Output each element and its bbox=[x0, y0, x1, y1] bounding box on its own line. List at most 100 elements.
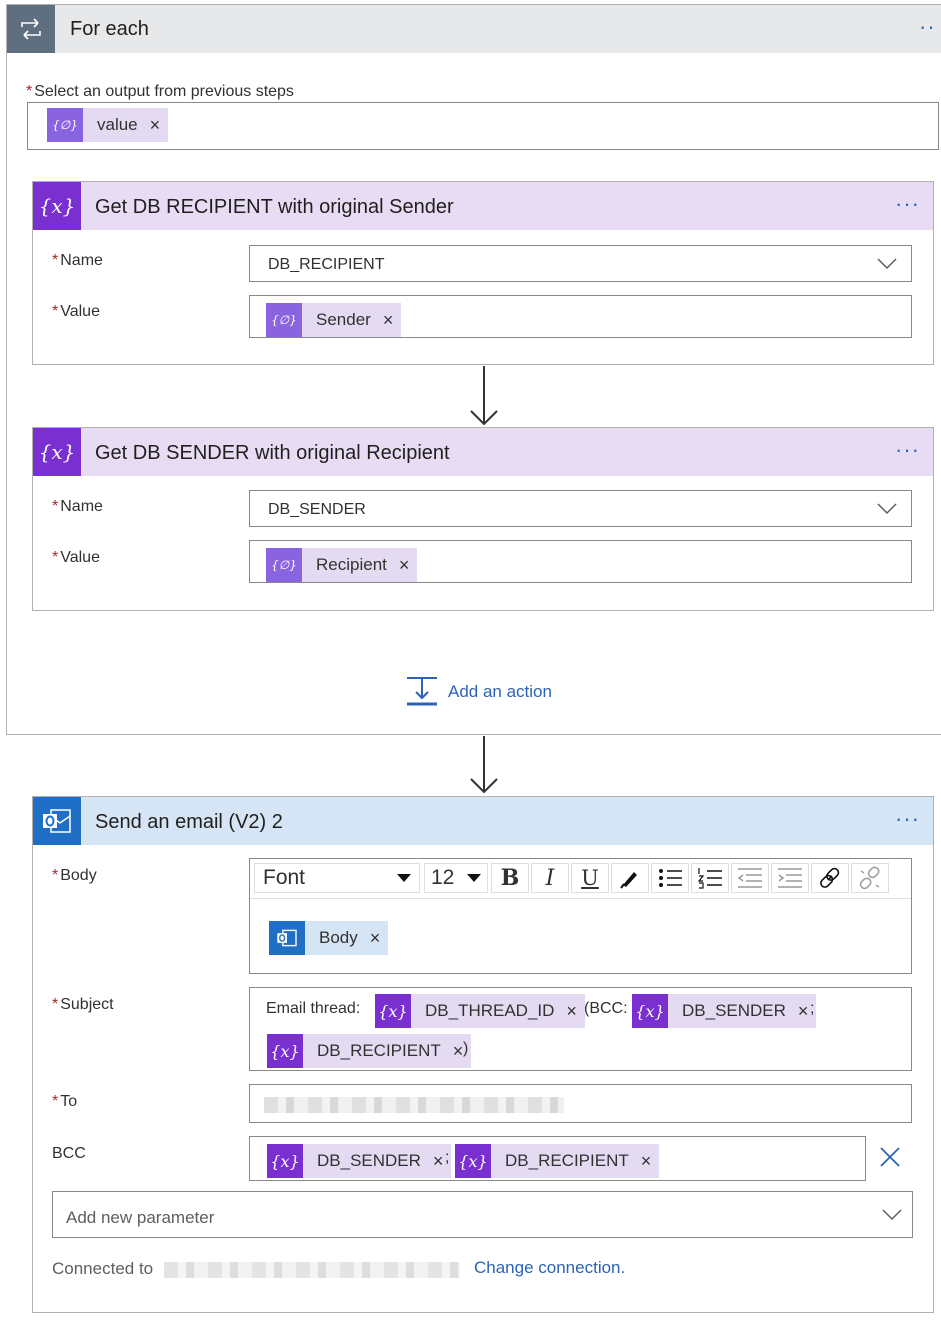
card1-title: Get DB RECIPIENT with original Sender bbox=[95, 196, 454, 218]
card2-value-field[interactable]: {∅} Recipient × bbox=[249, 540, 912, 583]
unlink-icon bbox=[859, 866, 880, 890]
email-more-menu[interactable]: ··· bbox=[895, 806, 920, 831]
bullet-list-icon bbox=[659, 869, 682, 887]
subject-separator: ; bbox=[810, 1000, 815, 1017]
subject-prefix-text: Email thread: bbox=[266, 1000, 361, 1017]
email-header[interactable]: Send an email (V2) 2 ··· bbox=[33, 797, 933, 845]
remove-token-icon[interactable]: × bbox=[797, 1000, 809, 1021]
to-field[interactable] bbox=[249, 1084, 912, 1123]
variable-icon: {x} bbox=[267, 1034, 303, 1068]
card2-title: Get DB SENDER with original Recipient bbox=[95, 442, 450, 464]
bullet-list-button[interactable] bbox=[651, 863, 689, 893]
chevron-down-icon bbox=[877, 503, 897, 515]
add-parameter-dropdown[interactable]: Add new parameter bbox=[52, 1191, 913, 1238]
subject-mid-text: (BCC: bbox=[584, 1000, 628, 1017]
underline-button[interactable]: U bbox=[571, 863, 609, 893]
sender-token[interactable]: {∅} Sender × bbox=[266, 303, 402, 337]
body-token[interactable]: Body × bbox=[269, 921, 389, 955]
dynamic-content-icon: {∅} bbox=[266, 303, 302, 337]
body-label: *Body bbox=[52, 867, 97, 884]
outdent-icon bbox=[737, 868, 762, 888]
card1-name-dropdown[interactable]: DB_RECIPIENT bbox=[249, 245, 912, 282]
subject-field[interactable]: Email thread: {x} DB_THREAD_ID × (BCC: {… bbox=[249, 987, 912, 1071]
bcc-recipient-token[interactable]: {x} DB_RECIPIENT × bbox=[455, 1144, 660, 1178]
select-output-field[interactable]: {∅} value × bbox=[27, 102, 939, 150]
recipient-token[interactable]: {∅} Recipient × bbox=[266, 548, 418, 582]
email-title: Send an email (V2) 2 bbox=[95, 811, 283, 833]
connected-to-label: Connected to bbox=[52, 1259, 154, 1278]
bcc-label: BCC bbox=[52, 1145, 86, 1162]
variable-icon: {x} bbox=[33, 182, 81, 230]
numbered-list-icon bbox=[697, 868, 722, 889]
remove-bcc-icon[interactable] bbox=[879, 1146, 901, 1168]
subject-sender-token[interactable]: {x} DB_SENDER × bbox=[632, 994, 817, 1028]
foreach-container bbox=[6, 4, 941, 735]
insert-link-button[interactable] bbox=[811, 863, 849, 893]
card1-name-label: *Name bbox=[52, 252, 103, 269]
font-color-button[interactable] bbox=[611, 863, 649, 893]
change-connection-link[interactable]: Change connection. bbox=[474, 1258, 626, 1277]
dynamic-content-icon: {∅} bbox=[266, 548, 302, 582]
remove-token-icon[interactable]: × bbox=[398, 554, 410, 575]
variable-icon: {x} bbox=[632, 994, 668, 1028]
remove-token-icon[interactable]: × bbox=[432, 1150, 444, 1171]
card2-name-dropdown[interactable]: DB_SENDER bbox=[249, 490, 912, 527]
decrease-indent-button[interactable] bbox=[731, 863, 769, 893]
body-editor[interactable]: Font 12 B I U bbox=[249, 858, 912, 974]
variable-icon: {x} bbox=[455, 1144, 491, 1178]
foreach-header[interactable]: For each ·· bbox=[7, 5, 941, 53]
card1-value-field[interactable]: {∅} Sender × bbox=[249, 295, 912, 338]
caret-down-icon bbox=[397, 874, 411, 882]
bcc-field[interactable]: {x} DB_SENDER × ; {x} DB_RECIPIENT × bbox=[249, 1136, 866, 1181]
font-family-dropdown[interactable]: Font bbox=[254, 863, 420, 893]
remove-link-button[interactable] bbox=[851, 863, 889, 893]
card2-more-menu[interactable]: ··· bbox=[895, 437, 920, 462]
connector-arrow-icon bbox=[470, 366, 498, 426]
thread-id-token[interactable]: {x} DB_THREAD_ID × bbox=[375, 994, 585, 1028]
card2-header[interactable]: {x} Get DB SENDER with original Recipien… bbox=[33, 428, 933, 476]
indent-icon bbox=[778, 868, 802, 888]
add-action-label: Add an action bbox=[448, 682, 552, 701]
pen-icon bbox=[620, 872, 637, 889]
connector-arrow-icon bbox=[470, 736, 498, 794]
link-icon bbox=[820, 867, 840, 888]
subject-recipient-token[interactable]: {x} DB_RECIPIENT × bbox=[267, 1034, 472, 1068]
card1-header[interactable]: {x} Get DB RECIPIENT with original Sende… bbox=[33, 182, 933, 230]
caret-down-icon bbox=[467, 874, 481, 882]
remove-token-icon[interactable]: × bbox=[382, 309, 394, 330]
card1-more-menu[interactable]: ··· bbox=[895, 191, 920, 216]
foreach-more-menu[interactable]: ·· bbox=[919, 14, 936, 39]
chevron-down-icon bbox=[877, 258, 897, 270]
card1-value-label: *Value bbox=[52, 303, 100, 320]
bold-button[interactable]: B bbox=[491, 863, 529, 893]
remove-token-icon[interactable]: × bbox=[369, 927, 381, 948]
redacted-connection-name bbox=[164, 1262, 460, 1278]
dynamic-content-icon: {∅} bbox=[47, 108, 83, 142]
remove-token-icon[interactable]: × bbox=[566, 1000, 577, 1021]
to-label: *To bbox=[52, 1093, 78, 1110]
numbered-list-button[interactable] bbox=[691, 863, 729, 893]
outlook-icon bbox=[269, 921, 305, 955]
remove-token-icon[interactable]: × bbox=[149, 114, 161, 135]
remove-token-icon[interactable]: × bbox=[452, 1040, 464, 1061]
chevron-down-icon bbox=[882, 1209, 902, 1221]
foreach-icon-box bbox=[7, 5, 55, 53]
remove-token-icon[interactable]: × bbox=[640, 1150, 652, 1171]
rich-text-toolbar: Font 12 B I U bbox=[250, 859, 911, 899]
increase-indent-button[interactable] bbox=[771, 863, 809, 893]
subject-label: *Subject bbox=[52, 996, 114, 1013]
value-token[interactable]: {∅} value × bbox=[47, 108, 169, 142]
variable-icon: {x} bbox=[267, 1144, 303, 1178]
subject-suffix-text: ) bbox=[463, 1040, 469, 1057]
add-action-icon bbox=[407, 677, 437, 706]
bcc-separator: ; bbox=[445, 1149, 450, 1166]
loop-icon bbox=[21, 18, 41, 40]
font-size-dropdown[interactable]: 12 bbox=[424, 863, 488, 893]
italic-button[interactable]: I bbox=[531, 863, 569, 893]
foreach-title: For each bbox=[70, 18, 149, 40]
variable-icon: {x} bbox=[375, 994, 411, 1028]
bcc-sender-token[interactable]: {x} DB_SENDER × bbox=[267, 1144, 452, 1178]
card2-name-label: *Name bbox=[52, 498, 103, 515]
redacted-email-address bbox=[264, 1097, 564, 1113]
add-action-button[interactable]: Add an action bbox=[406, 676, 552, 708]
